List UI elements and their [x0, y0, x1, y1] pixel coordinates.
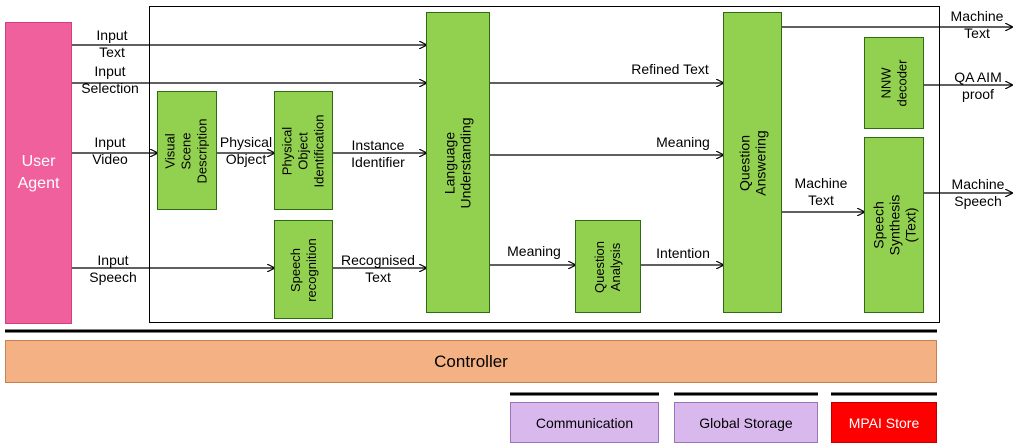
global-storage-box: Global Storage: [674, 402, 818, 443]
module-language-understanding[interactable]: Language Understanding: [426, 12, 490, 313]
module-speech-recognition[interactable]: Speech recognition: [274, 220, 333, 319]
module-question-analysis[interactable]: Question Analysis: [575, 220, 641, 313]
label-recognised-text: Recognised Text: [341, 252, 415, 285]
label-meaning-qa: Meaning: [656, 134, 710, 150]
module-nnw-decoder[interactable]: NNW decoder: [864, 37, 924, 129]
module-label: Physical Object Identification: [279, 114, 327, 187]
label-meaning-qan: Meaning: [507, 243, 561, 259]
label-intention: Intention: [656, 245, 710, 261]
module-label: Question Answering: [736, 129, 769, 196]
label-input-video: Input Video: [92, 134, 128, 167]
module-label: Visual Scene Description: [163, 117, 210, 184]
label-input-speech: Input Speech: [89, 252, 137, 285]
module-label: NNW decoder: [877, 59, 909, 107]
label-physical-object: Physical Object: [219, 134, 273, 167]
module-label: Speech recognition: [287, 237, 319, 302]
controller: Controller: [5, 340, 937, 383]
communication-box: Communication: [510, 402, 659, 443]
module-question-answering[interactable]: Question Answering: [723, 12, 782, 313]
module-visual-scene-description[interactable]: Visual Scene Description: [157, 91, 217, 210]
label-machine-text-out: Machine Text: [950, 8, 1004, 41]
mpai-store-box: MPAI Store: [831, 402, 937, 443]
user-agent: User Agent: [5, 22, 72, 324]
label-machine-speech: Machine Speech: [951, 176, 1005, 209]
module-label: Language Understanding: [442, 116, 474, 209]
label-refined-text: Refined Text: [631, 61, 709, 77]
module-label: Speech Synthesis (Text): [870, 194, 919, 256]
module-label: Question Analysis: [591, 240, 623, 293]
module-speech-synthesis[interactable]: Speech Synthesis (Text): [864, 137, 924, 313]
label-qa-aim-proof: QA AIM proof: [954, 69, 1002, 102]
aiw-frame: [149, 6, 940, 323]
module-physical-object-identification[interactable]: Physical Object Identification: [274, 91, 333, 210]
label-machine-text-qa: Machine Text: [794, 175, 848, 208]
label-input-text: Input Text: [96, 27, 128, 60]
label-input-selection: Input Selection: [81, 63, 139, 96]
label-instance-identifier: Instance Identifier: [351, 137, 405, 170]
